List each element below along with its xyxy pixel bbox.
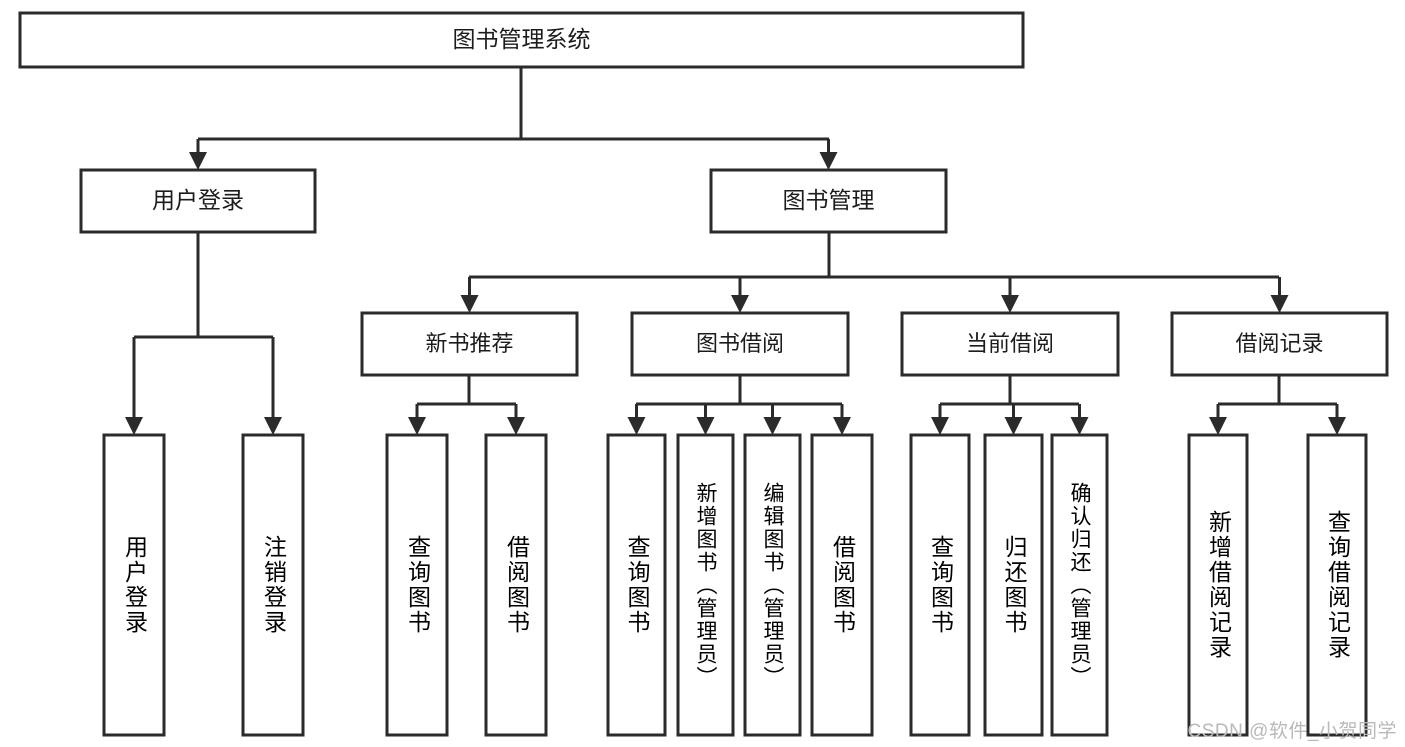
connector-bus-book-borrow xyxy=(636,375,842,406)
connector-bus-user-login xyxy=(134,232,273,339)
node-new-book-recommend-label: 新书推荐 xyxy=(425,331,513,356)
node-user-login-label: 用户登录 xyxy=(152,187,244,213)
node-leaf-add-record[interactable] xyxy=(1187,433,1249,737)
node-current-borrow[interactable] xyxy=(900,311,1120,377)
edge-borrow-record-to-leaf-add-record xyxy=(1209,404,1227,435)
connector-bus-current-borrow xyxy=(940,375,1079,406)
edge-user-login-to-leaf-user-logout xyxy=(264,337,282,435)
node-borrow-record[interactable] xyxy=(1170,311,1389,377)
node-borrow-record-label: 借阅记录 xyxy=(1235,331,1323,356)
node-leaf-borrow-book-2[interactable] xyxy=(810,433,874,737)
connector-bus-book-manage xyxy=(469,232,1279,279)
node-leaf-query-book-1[interactable] xyxy=(385,433,449,737)
node-leaf-user-logout[interactable] xyxy=(241,433,305,737)
connectors-layer xyxy=(125,67,1346,435)
edge-current-borrow-to-leaf-query-book-3 xyxy=(931,404,949,435)
node-user-login[interactable] xyxy=(79,168,317,234)
node-root[interactable] xyxy=(18,11,1025,69)
node-book-borrow[interactable] xyxy=(630,311,850,377)
node-root-label: 图书管理系统 xyxy=(453,26,591,52)
edge-book-borrow-to-leaf-borrow-book-2 xyxy=(833,404,851,435)
node-current-borrow-label: 当前借阅 xyxy=(966,331,1054,356)
edge-book-borrow-to-leaf-edit-book xyxy=(763,404,782,435)
node-leaf-return-book[interactable] xyxy=(983,433,1044,737)
boxes-layer xyxy=(18,11,1389,737)
node-leaf-user-login[interactable] xyxy=(102,433,166,737)
node-leaf-add-book[interactable] xyxy=(676,433,735,737)
connector-bus-new-book xyxy=(417,375,516,406)
node-leaf-confirm-return[interactable] xyxy=(1050,433,1109,737)
node-book-manage-label: 图书管理 xyxy=(783,187,875,213)
node-leaf-borrow-book-1[interactable] xyxy=(484,433,548,737)
edge-current-borrow-to-leaf-confirm-return xyxy=(1070,404,1089,435)
edge-current-borrow-to-leaf-return-book xyxy=(1004,404,1023,435)
edge-book-manage-to-new-book-recommend xyxy=(460,277,479,313)
edge-root-to-book-manage xyxy=(819,139,838,170)
edge-borrow-record-to-leaf-query-record xyxy=(1328,404,1346,435)
node-leaf-edit-book[interactable] xyxy=(743,433,802,737)
edge-book-borrow-to-leaf-query-book-2 xyxy=(627,404,646,435)
watermark-text: CSDN @软件_小贺同学 xyxy=(1187,721,1397,742)
edge-book-manage-to-current-borrow xyxy=(1001,277,1019,313)
edge-user-login-to-leaf-user-login xyxy=(125,337,143,435)
connector-bus-root xyxy=(198,67,829,141)
edge-book-manage-to-borrow-record xyxy=(1270,277,1289,313)
node-book-borrow-label: 图书借阅 xyxy=(696,331,784,356)
edge-new-book-recommend-to-leaf-borrow-book-1 xyxy=(507,404,525,435)
node-leaf-query-book-3[interactable] xyxy=(909,433,971,737)
node-book-manage[interactable] xyxy=(709,168,948,234)
edge-book-manage-to-book-borrow xyxy=(731,277,749,313)
node-leaf-query-book-2[interactable] xyxy=(606,433,667,737)
edge-book-borrow-to-leaf-add-book xyxy=(696,404,715,435)
node-leaf-query-record[interactable] xyxy=(1306,433,1368,737)
connector-bus-borrow-record xyxy=(1218,375,1337,406)
edge-root-to-user-login xyxy=(189,139,207,170)
node-new-book-recommend[interactable] xyxy=(360,311,579,377)
edge-new-book-recommend-to-leaf-query-book-1 xyxy=(408,404,426,435)
